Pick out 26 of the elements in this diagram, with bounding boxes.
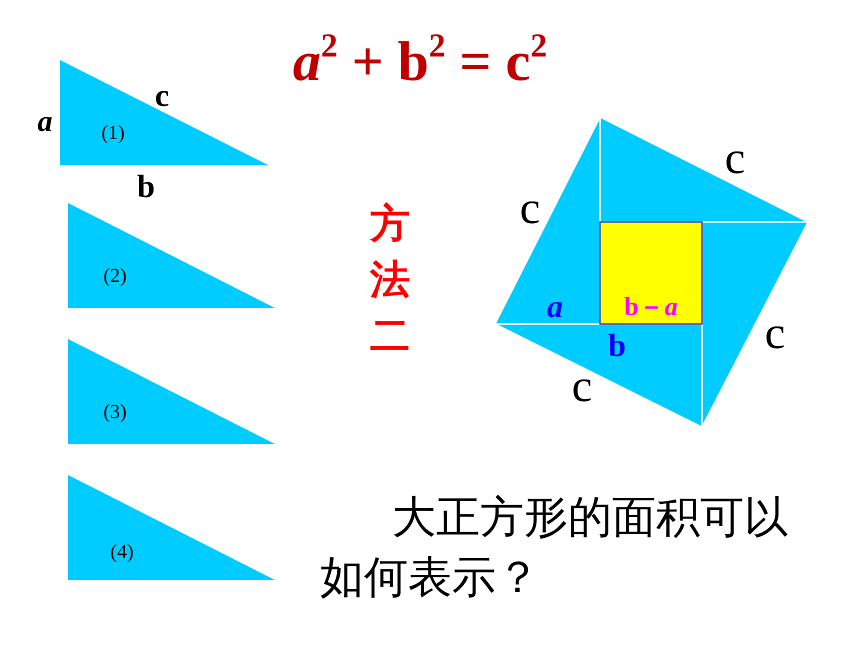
right-triangle <box>495 324 702 427</box>
right-triangle <box>68 339 275 444</box>
side-label: c <box>724 135 746 181</box>
side-label: c <box>572 363 592 409</box>
formula-title: a$^{2}$ + b$^{2}$ = c$^{2}$ <box>292 30 548 94</box>
triangle-number: (2) <box>103 266 127 286</box>
right-triangle <box>68 203 275 308</box>
right-triangle <box>60 60 268 165</box>
side-label: c <box>764 310 786 356</box>
side-label: a <box>547 290 563 322</box>
right-triangle <box>495 117 600 324</box>
inner-square <box>600 222 702 324</box>
triangle-number: (3) <box>103 402 127 422</box>
side-label: b <box>608 329 626 361</box>
side-label: c <box>520 185 540 231</box>
side-label: b <box>137 170 155 202</box>
triangle-number: (4) <box>110 542 134 562</box>
method-label: 方法二 <box>370 200 410 361</box>
right-triangle <box>702 222 808 427</box>
side-label: c <box>154 79 170 111</box>
side-label: b－a <box>624 294 678 320</box>
question-text: 大正方形的面积可以如何表示？ <box>320 491 789 605</box>
triangle-number: (1) <box>101 123 125 143</box>
right-triangle <box>600 117 808 222</box>
right-triangle <box>68 475 275 580</box>
side-label: a <box>38 107 52 137</box>
